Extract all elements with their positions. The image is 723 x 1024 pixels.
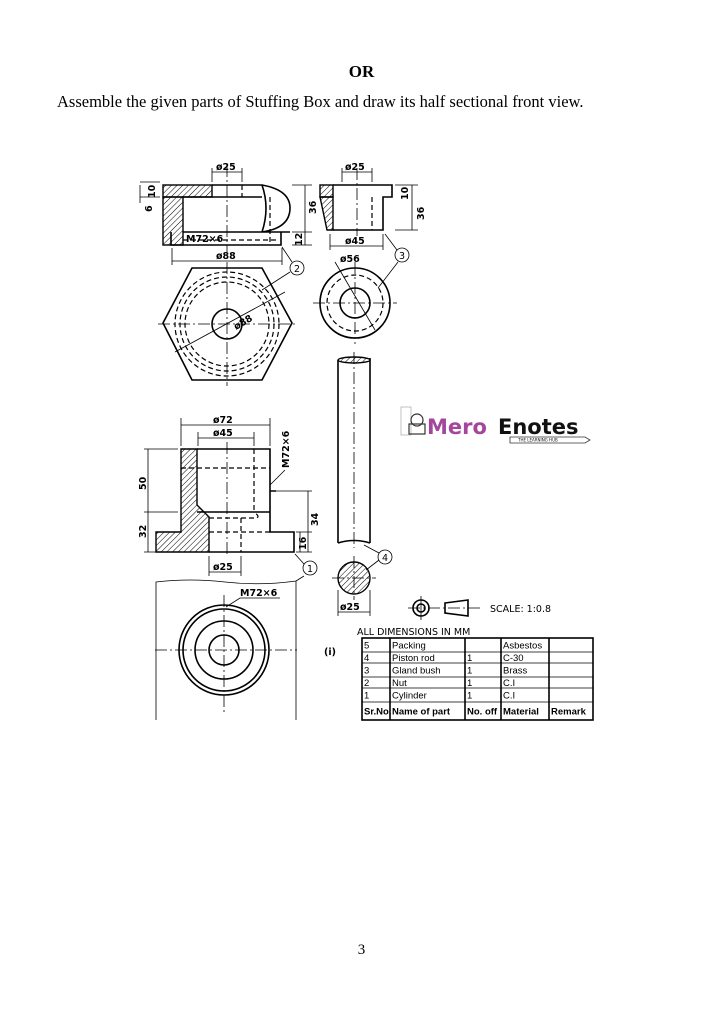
table-row-cell: 1	[467, 653, 472, 664]
nut-bore-dim: ø25	[216, 162, 236, 173]
gland-flange-dia: ø56	[340, 254, 360, 265]
table-row-cell: 3	[364, 666, 369, 677]
projection-symbol-icon	[408, 596, 480, 620]
cylinder-front-view: ø72 ø45 ø25 M72×6 50 32 34 16 1	[138, 415, 321, 576]
nut-outer-dim: ø88	[216, 251, 236, 262]
piston-rod: 4 ø25	[332, 352, 393, 616]
balloon-2: 2	[294, 264, 300, 275]
cylinder-dim-16: 16	[298, 536, 309, 550]
table-row-cell: 1	[467, 678, 472, 689]
rod-dia-dim: ø25	[340, 602, 360, 613]
table-header-row-cell: Sr.No.	[364, 707, 391, 718]
nut-top-view: ø88 2	[158, 246, 305, 386]
gland-flange-dim: 10	[400, 186, 411, 200]
cylinder-top-view: M72×6	[155, 575, 305, 720]
cylinder-dim-34: 34	[310, 512, 321, 526]
mero-enotes-logo: Mero Enotes THE LEARNING HUB	[400, 406, 591, 444]
cylinder-dim-32: 32	[138, 525, 149, 538]
table-border	[361, 637, 594, 721]
table-row-cell: Gland bush	[392, 666, 441, 677]
table-row-cell: Brass	[503, 666, 528, 677]
gland-front-view: ø25 ø45 36 10 3	[319, 162, 427, 263]
svg-text:Enotes: Enotes	[498, 415, 579, 439]
page-number: 3	[357, 942, 366, 958]
balloon-3: 3	[399, 251, 405, 262]
table-row-cell: Nut	[392, 678, 407, 689]
table-row-cell: 5	[364, 641, 369, 652]
gland-height-dim: 36	[416, 206, 427, 220]
nut-front-view: ø25 ø88 M72×6 36 12 10 6	[139, 162, 319, 265]
svg-text:THE LEARNING HUB: THE LEARNING HUB	[517, 438, 558, 443]
nut-flange-dim: 12	[294, 233, 305, 246]
table-row-cell: C-30	[503, 653, 524, 664]
table-header-row-cell: Remark	[551, 707, 587, 718]
parts-table: 5 Packing Asbestos 4 Piston rod 1 C-30 3 Gland b…	[361, 637, 594, 721]
table-row-cell: Cylinder	[392, 691, 427, 702]
table-row-cell: Packing	[392, 641, 426, 652]
table-header-row-cell: Material	[503, 707, 539, 718]
table-header-row-cell: No. off	[467, 707, 498, 718]
gland-body-dim: ø45	[345, 236, 365, 247]
nut-height-dim: 36	[308, 200, 319, 214]
cylinder-thread-label: M72×6	[281, 430, 292, 468]
gland-bore-dim: ø25	[345, 162, 365, 173]
cylinder-top-thread: M72×6	[240, 588, 278, 599]
cylinder-dim-50: 50	[138, 476, 149, 490]
table-row-cell: Piston rod	[392, 653, 435, 664]
balloon-1: 1	[307, 564, 313, 575]
cylinder-outer-dim: ø72	[213, 415, 233, 426]
balloon-4: 4	[382, 553, 388, 564]
table-row-cell: 1	[467, 666, 472, 677]
nut-thread-label: M72×6	[186, 234, 224, 245]
gland-top-view: ø56	[313, 254, 399, 344]
table-row-cell: 1	[364, 691, 369, 702]
table-row-cell: 1	[467, 691, 472, 702]
table-row-cell: 2	[364, 678, 369, 689]
section-heading: OR	[348, 62, 375, 81]
svg-text:Mero: Mero	[427, 415, 487, 439]
view-mark: (i)	[324, 647, 336, 658]
table-row-cell: Asbestos	[503, 641, 542, 652]
cylinder-bore-dim: ø25	[213, 562, 233, 573]
table-header-row-cell: Name of part	[392, 707, 451, 718]
dimensions-note: ALL DIMENSIONS IN MM	[357, 627, 470, 638]
table-row-cell: C.I	[503, 678, 515, 689]
question-text: Assemble the given parts of Stuffing Box…	[57, 92, 584, 111]
table-row-cell: C.I	[503, 691, 515, 702]
cylinder-inner-dim: ø45	[213, 428, 233, 439]
scale-label: SCALE: 1:0.8	[490, 604, 551, 615]
nut-dim-6: 6	[144, 205, 155, 212]
reader-icon	[410, 413, 424, 427]
nut-top-dia: ø88	[232, 313, 255, 333]
nut-dim-10: 10	[147, 184, 158, 198]
pencil-icon	[509, 436, 591, 444]
table-row-cell: 4	[364, 653, 369, 664]
